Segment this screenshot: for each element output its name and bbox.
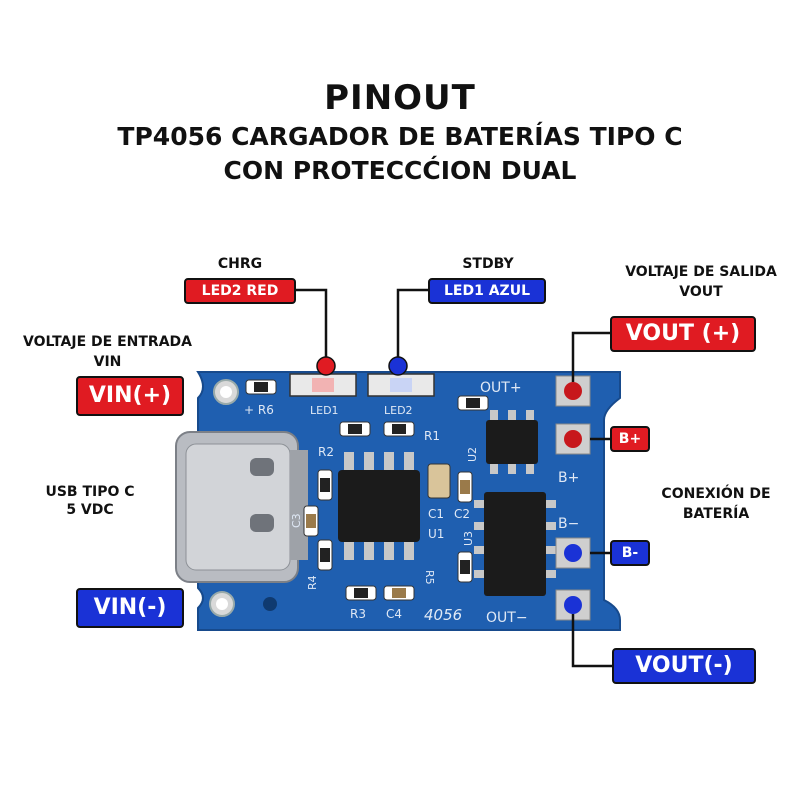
vout-plus-tag: VOUT (+): [610, 316, 756, 352]
battery-caption-2: BATERÍA: [682, 506, 750, 522]
u2-ic: [486, 420, 538, 464]
b-plus-tag: B+: [610, 426, 650, 452]
c1-component: [427, 463, 451, 499]
stdby-caption: STDBY: [462, 256, 514, 272]
led-blue-dot: [388, 356, 408, 376]
led-red-dot: [316, 356, 336, 376]
led2-red-tag: LED2 RED: [184, 278, 296, 304]
silk-led2: LED2: [384, 404, 413, 417]
silk-r3: R3: [350, 607, 366, 621]
silk-c4: C4: [386, 607, 402, 621]
silk-c1: C1: [428, 507, 444, 521]
vin-plus-tag: VIN(+): [76, 376, 184, 416]
u3-ic: [484, 492, 546, 596]
silk-out-plus: OUT+: [480, 380, 522, 396]
vin-caption: VOLTAJE DE ENTRADA: [23, 334, 192, 350]
silk-c3: C3: [290, 513, 303, 528]
silk-u2: U2: [466, 447, 479, 462]
line-vout-minus: [571, 614, 612, 668]
silk-c2: C2: [454, 507, 470, 521]
vout-minus-tag: VOUT(-): [612, 648, 756, 684]
mount-hole-bottom: [263, 597, 277, 611]
vout-caption: VOLTAJE DE SALIDA: [625, 264, 777, 280]
silk-out-minus: OUT−: [486, 610, 528, 626]
usb-caption: USB TIPO C: [45, 484, 135, 500]
silk-u1: U1: [428, 527, 444, 541]
silk-4056: 4056: [424, 606, 462, 624]
usb-caption-2: 5 VDC: [66, 502, 114, 518]
vin-caption-2: VIN: [93, 354, 122, 370]
silk-r1: R1: [424, 429, 440, 443]
b-minus-tag: B-: [610, 540, 650, 566]
battery-caption: CONEXIÓN DE: [661, 486, 771, 502]
led1-azul-tag: LED1 AZUL: [428, 278, 546, 304]
page-title: PINOUT: [324, 78, 476, 118]
vin-minus-tag: VIN(-): [76, 588, 184, 628]
silk-u3: U3: [462, 531, 475, 546]
silk-r2: R2: [318, 445, 334, 459]
silk-b-minus: B−: [558, 516, 579, 532]
silk-b-plus: B+: [558, 470, 579, 486]
vout-caption-2: VOUT: [679, 284, 723, 300]
silk-led1: LED1: [310, 404, 339, 417]
line-vout-plus: [571, 331, 610, 382]
silk-r6: + R6: [244, 403, 274, 417]
line-stdby: [396, 288, 430, 366]
u1-ic: [338, 470, 420, 542]
page-subtitle-line2: CON PROTECCĆION DUAL: [223, 156, 577, 185]
line-chrg: [296, 288, 328, 366]
silk-r4: R4: [306, 575, 319, 590]
silk-r5: R5: [423, 570, 436, 585]
page-subtitle: TP4056 CARGADOR DE BATERÍAS TIPO C: [117, 122, 683, 151]
chrg-caption: CHRG: [217, 256, 263, 272]
